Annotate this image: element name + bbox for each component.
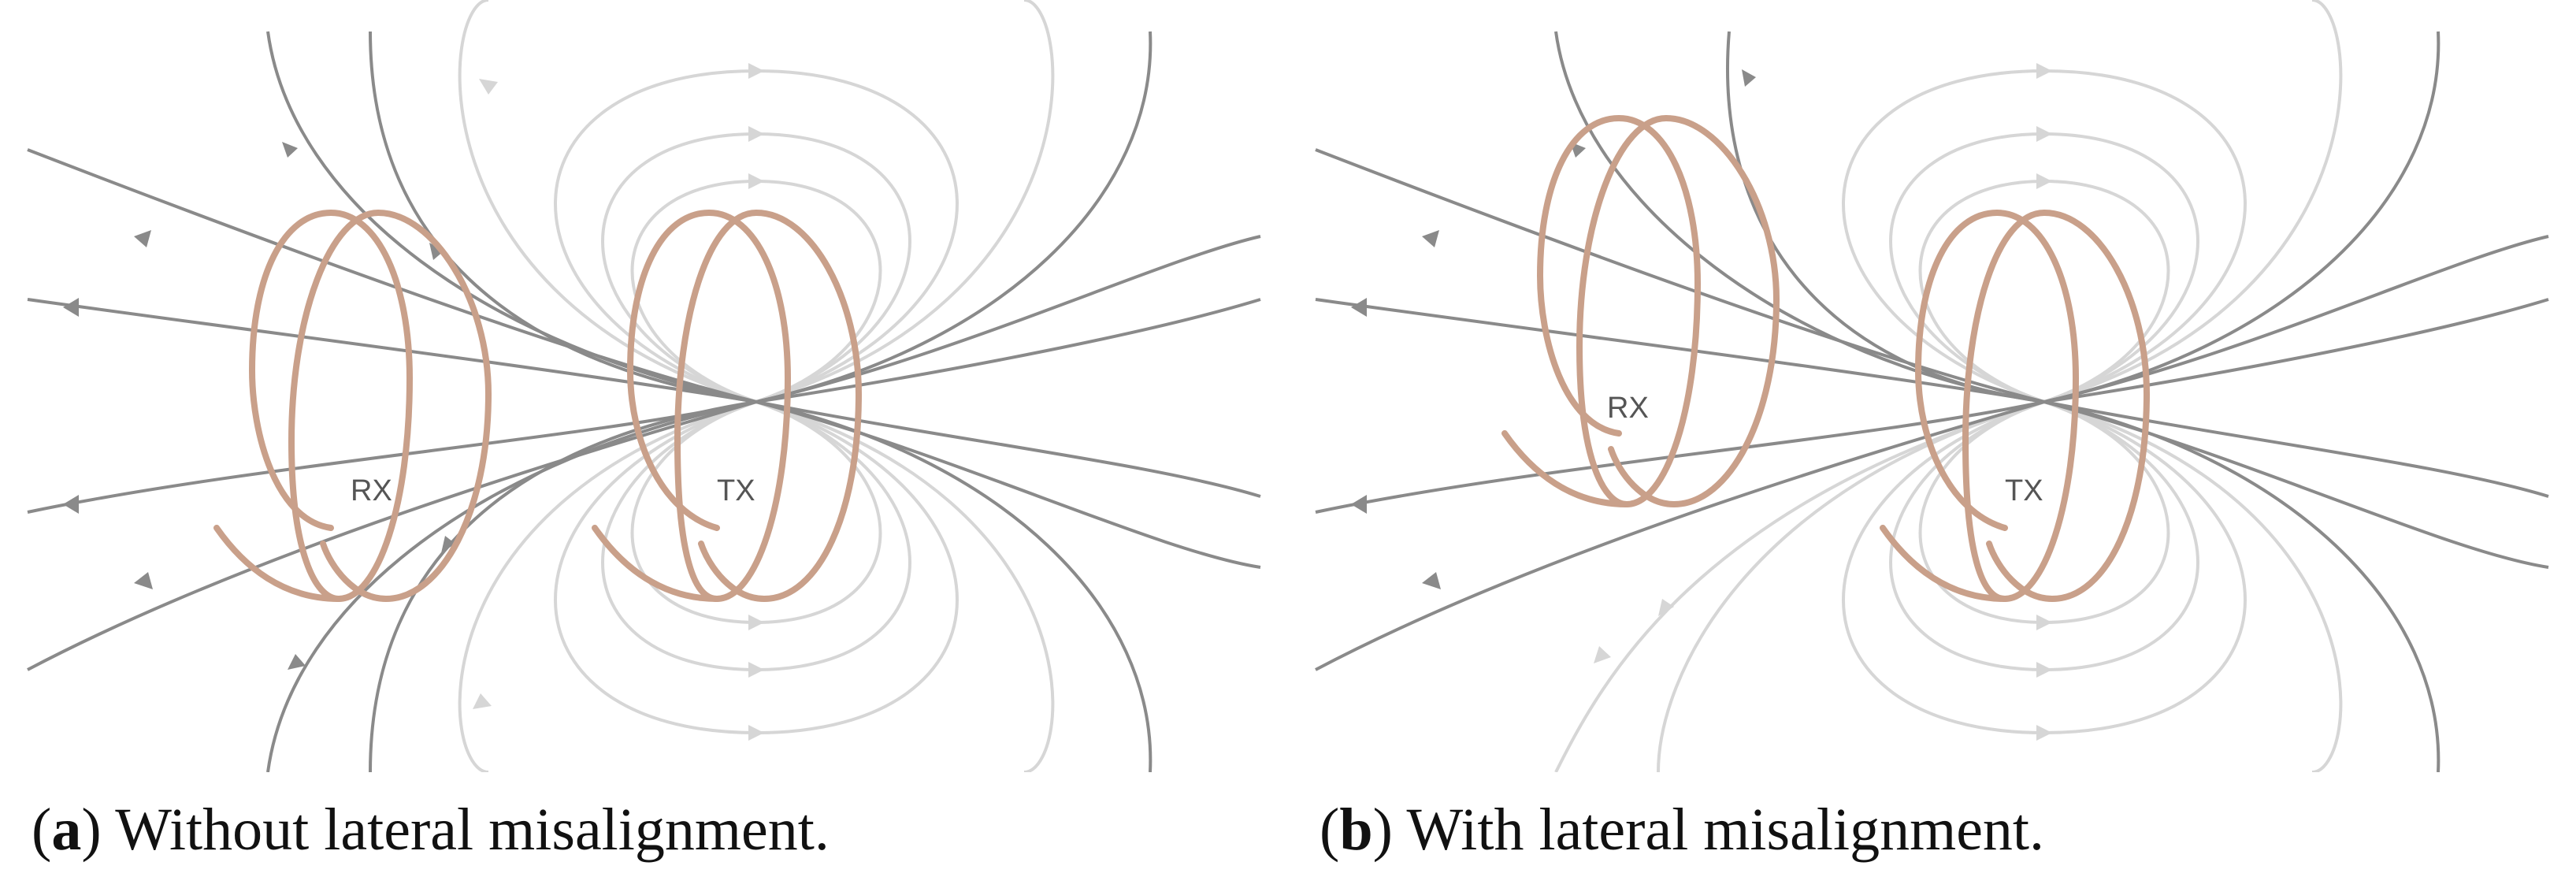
rx-coil (213, 209, 492, 603)
tx-label: TX (2005, 474, 2043, 507)
arrow-icon (134, 572, 153, 589)
arrow-icon (1594, 646, 1611, 663)
arrow-icon (2036, 63, 2052, 79)
field-arrows (63, 142, 455, 670)
caption-b: (b) With lateral misalignment. (1320, 797, 2045, 863)
arrow-icon (1351, 495, 1367, 514)
arrow-icon (479, 79, 498, 95)
panel-with-misalignment: RX TX (b) With lateral misalignment. (1304, 0, 2564, 888)
arrow-icon (429, 243, 444, 260)
field-diagram-b: RX TX (1315, 0, 2549, 772)
field-arrows-light (1594, 63, 2052, 741)
arrow-icon (441, 536, 455, 553)
arrow-icon (1658, 599, 1674, 616)
arrow-icon (2036, 662, 2052, 678)
arrow-icon (748, 63, 764, 79)
tx-label: TX (717, 474, 755, 507)
arrow-icon (134, 230, 151, 247)
arrow-icon (1422, 572, 1441, 589)
panel-without-misalignment: RX TX (a) Without lateral misalignment. (16, 0, 1276, 888)
arrow-icon (748, 725, 764, 741)
arrow-icon (748, 126, 764, 142)
arrow-icon (748, 615, 764, 630)
field-lines-dark (27, 31, 1261, 772)
caption-text: With lateral misalignment. (1406, 797, 2045, 863)
rx-coil (1501, 114, 1780, 508)
arrow-icon (2036, 173, 2052, 189)
arrow-icon (288, 654, 306, 670)
field-arrows-light (473, 63, 764, 741)
caption-letter: b (1339, 797, 1373, 863)
arrow-icon (2036, 126, 2052, 142)
field-arrows (1351, 69, 1756, 589)
arrow-icon (748, 173, 764, 189)
caption-a: (a) Without lateral misalignment. (32, 797, 830, 863)
tx-coil (592, 209, 863, 603)
rx-label: RX (1607, 392, 1649, 425)
tx-coil (1880, 209, 2151, 603)
rx-label: RX (351, 474, 392, 507)
arrow-icon (2036, 615, 2052, 630)
arrow-icon (2036, 725, 2052, 741)
arrow-icon (748, 662, 764, 678)
arrow-icon (282, 142, 298, 158)
arrow-icon (63, 495, 79, 514)
arrow-icon (1351, 298, 1367, 317)
arrow-icon (1422, 230, 1439, 247)
tx-field-loops-lower (458, 400, 1055, 772)
arrow-icon (1742, 69, 1756, 87)
caption-letter: a (51, 797, 82, 863)
field-diagram-a: RX TX (27, 0, 1261, 772)
field-lines-dark (1315, 31, 2549, 772)
arrow-icon (63, 298, 79, 317)
caption-text: Without lateral misalignment. (115, 797, 830, 863)
arrow-icon (473, 693, 492, 709)
